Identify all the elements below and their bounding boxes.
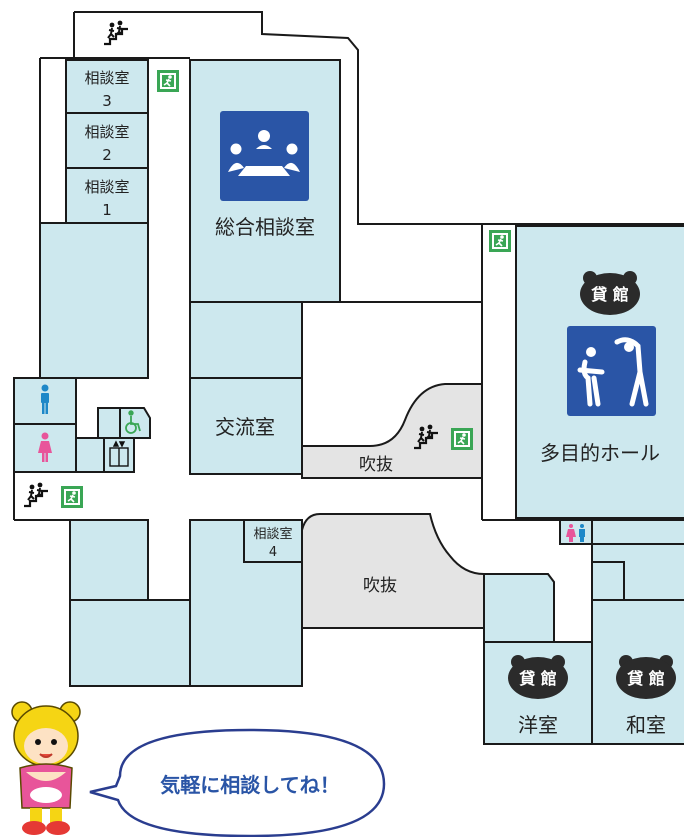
room-exchange	[189, 377, 303, 475]
label-general-consult: 総合相談室	[215, 215, 315, 239]
label-exchange: 交流室	[215, 415, 275, 439]
label-multipurpose-hall: 多目的ホール	[540, 441, 660, 465]
emergency-exit-icon-mid	[450, 427, 474, 451]
label-consult-4-num: 4	[269, 545, 277, 560]
room-small-b	[97, 407, 121, 439]
rental-badge-japanese-text: 貸 館	[626, 669, 665, 688]
accessible-toilet-icon	[125, 410, 141, 434]
atrium-lower	[301, 513, 485, 629]
exercise-icon-figures	[577, 337, 649, 407]
room-consult-3	[65, 59, 149, 114]
building-outline-north	[74, 11, 482, 225]
label-consult-2-num: 2	[102, 146, 112, 164]
rental-badge-hall-text: 貸 館	[590, 285, 629, 304]
right-toilet-icon	[566, 524, 585, 542]
label-consult-1: 相談室	[84, 178, 129, 196]
meeting-icon	[220, 111, 309, 201]
label-japanese-room: 和室	[626, 713, 666, 737]
label-consult-4: 相談室	[253, 526, 292, 542]
room-right-strip	[591, 519, 684, 545]
room-left-storage	[39, 222, 149, 379]
label-atrium-upper: 吹抜	[359, 455, 393, 475]
female-toilet-icon	[38, 432, 52, 462]
speech-text: 気軽に相談してね！	[160, 773, 339, 797]
room-consult-2	[65, 112, 149, 169]
emergency-exit-icon-left	[60, 485, 84, 509]
label-western-room: 洋室	[518, 713, 558, 737]
male-toilet-icon	[41, 384, 49, 414]
meeting-icon-figures	[228, 130, 300, 176]
room-lower-left-b	[69, 599, 191, 687]
stairs-icon-top	[102, 19, 130, 46]
room-mid-upper	[189, 301, 303, 379]
toilet-accessible	[119, 407, 151, 439]
rental-badge-western-text: 貸 館	[518, 669, 557, 688]
label-atrium-lower: 吹抜	[363, 576, 397, 596]
stairs-icon-left	[22, 481, 50, 508]
elevator-icon	[109, 440, 129, 467]
emergency-exit-icon-top	[156, 69, 180, 93]
label-consult-3-num: 3	[102, 92, 112, 110]
label-consult-2: 相談室	[84, 123, 129, 141]
room-right-c	[591, 561, 625, 601]
mascot	[11, 701, 81, 835]
atrium-upper	[301, 383, 483, 479]
label-consult-3: 相談室	[84, 69, 129, 87]
toilet-right	[559, 519, 593, 545]
emergency-exit-icon-right	[488, 229, 512, 253]
label-consult-1-num: 1	[102, 201, 112, 219]
speech-bubble	[89, 728, 386, 837]
room-consult-1	[65, 167, 149, 224]
room-western-upper	[483, 573, 555, 643]
room-small-a	[75, 437, 105, 473]
room-lower-left-a	[69, 519, 149, 601]
